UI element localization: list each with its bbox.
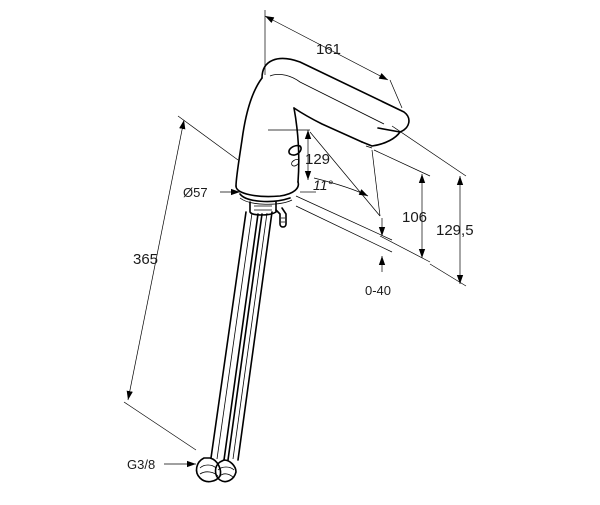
spout-angle-label: 11° <box>313 177 334 193</box>
countertop-thickness-label: 0-40 <box>365 283 391 298</box>
spout-reach-label: 161 <box>316 41 341 58</box>
dimension-total-height: 365 <box>123 115 239 451</box>
base-diameter-label: Ø57 <box>183 185 208 200</box>
dimension-outlet-height: 106 <box>373 149 431 263</box>
dimension-sensor-height: 129 <box>268 129 330 180</box>
dimension-countertop: 0-40 <box>295 195 393 298</box>
hose-fittings <box>195 457 237 483</box>
body-height-label: 129,5 <box>436 222 474 239</box>
outlet-height-label: 106 <box>402 209 427 226</box>
total-height-label: 365 <box>133 251 158 268</box>
connection-thread-label: G3/8 <box>127 457 155 472</box>
dimension-body-height: 129,5 <box>391 125 474 287</box>
sensor-height-label: 129 <box>305 151 330 168</box>
dimension-base-diameter: Ø57 <box>183 185 316 200</box>
mounting-hardware <box>249 201 287 228</box>
dimension-spout-angle: 11° <box>309 131 381 217</box>
dimension-connection-thread: G3/8 <box>127 457 196 472</box>
supply-hoses <box>210 211 273 461</box>
dimension-spout-reach: 161 <box>264 10 403 109</box>
